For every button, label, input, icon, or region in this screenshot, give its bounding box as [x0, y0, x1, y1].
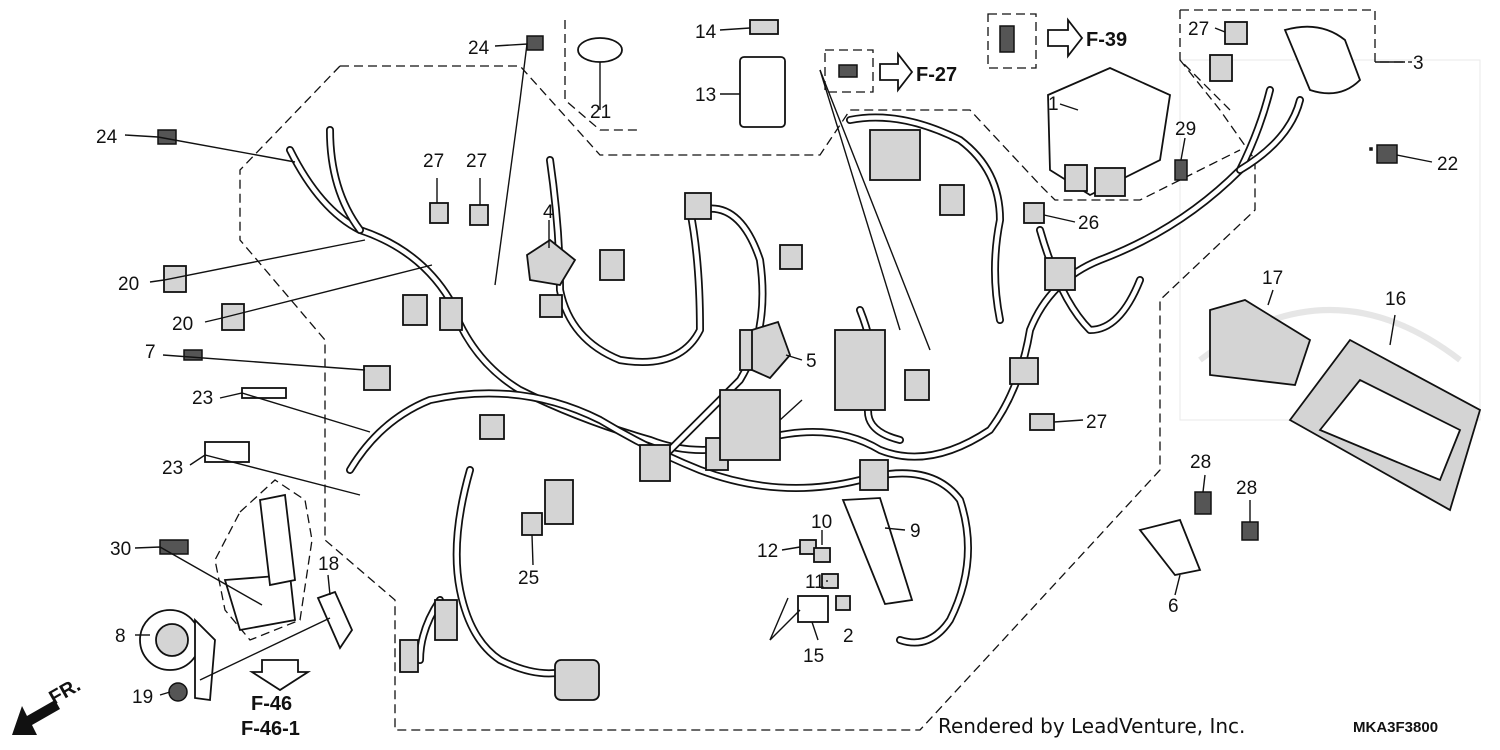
ref-f46[interactable]: F-46 [251, 693, 292, 715]
f27-arrow [879, 51, 914, 93]
callout-22: 22 [1437, 154, 1458, 175]
callout-25: 25 [518, 568, 539, 589]
callout-26: 26 [1078, 213, 1099, 234]
callout-7: 7 [145, 342, 156, 363]
callout-labels: 1 2 3 4 5 6 7 8 9 10 11 12 13 14 15 16 1… [96, 19, 1458, 708]
callout-23a: 23 [192, 388, 213, 409]
callout-1: 1 [1048, 94, 1059, 115]
callout-10: 10 [811, 512, 832, 533]
front-arrow [12, 700, 60, 735]
callout-30: 30 [110, 539, 131, 560]
callout-27b: 27 [466, 151, 487, 172]
callout-23b: 23 [162, 458, 183, 479]
callout-3: 3 [1413, 53, 1424, 74]
part-9-relay-box [841, 497, 914, 605]
callout-24a: 24 [96, 127, 118, 148]
callout-27a: 27 [423, 151, 444, 172]
callout-14: 14 [695, 22, 717, 43]
f39-arrow [1047, 17, 1084, 59]
ref-f39[interactable]: F-39 [1086, 29, 1127, 51]
part-13-relay [739, 56, 786, 128]
callout-2: 2 [843, 626, 854, 647]
part-16-module [1288, 338, 1482, 512]
callout-12: 12 [757, 541, 778, 562]
leader-lines [124, 27, 1433, 696]
f46-arrow [248, 659, 312, 692]
callout-18: 18 [318, 554, 339, 575]
callout-11: 11 [805, 572, 825, 593]
part-horn-bracket [223, 493, 296, 632]
callout-21: 21 [590, 102, 611, 123]
callout-28b: 28 [1236, 478, 1257, 499]
main-harness [286, 86, 1304, 678]
callout-20a: 20 [118, 274, 139, 295]
callout-27c: 27 [1188, 19, 1209, 40]
callout-17: 17 [1262, 268, 1283, 289]
callout-27d: 27 [1086, 412, 1107, 433]
callout-29: 29 [1175, 119, 1196, 140]
harness-connectors [363, 129, 1076, 701]
part-17-module [1209, 299, 1312, 386]
part-6-sensor [1138, 518, 1202, 576]
reference-arrows [12, 17, 1084, 735]
part-5-cover [751, 320, 792, 380]
diagram-code: MKA3F3800 [1353, 719, 1438, 736]
callout-5: 5 [806, 351, 817, 372]
callout-16: 16 [1385, 289, 1406, 310]
callout-24b: 24 [468, 38, 490, 59]
callout-4: 4 [543, 202, 554, 223]
callout-8: 8 [115, 626, 126, 647]
callout-9: 9 [910, 521, 921, 542]
callout-15: 15 [803, 646, 824, 667]
part-21-band [577, 37, 623, 63]
part-1-control-unit [1047, 67, 1171, 197]
part-18-bracket [316, 590, 354, 650]
part-15-relay [797, 595, 829, 623]
callout-6: 6 [1168, 596, 1179, 617]
ref-f27[interactable]: F-27 [916, 64, 957, 86]
callout-28a: 28 [1190, 452, 1211, 473]
part-3-assembly [1209, 21, 1362, 95]
part-8-horn [139, 609, 216, 702]
part-14-pad [749, 19, 779, 35]
callout-19: 19 [132, 687, 153, 708]
callout-20b: 20 [172, 314, 193, 335]
part-4-cover [526, 238, 577, 286]
callout-13: 13 [695, 85, 716, 106]
dashed-assembly-outlines [214, 9, 1410, 731]
connector-7-target [363, 365, 391, 391]
ref-f46-1[interactable]: F-46-1 [241, 718, 300, 740]
credit-text: Rendered by LeadVenture, Inc. [938, 714, 1245, 738]
